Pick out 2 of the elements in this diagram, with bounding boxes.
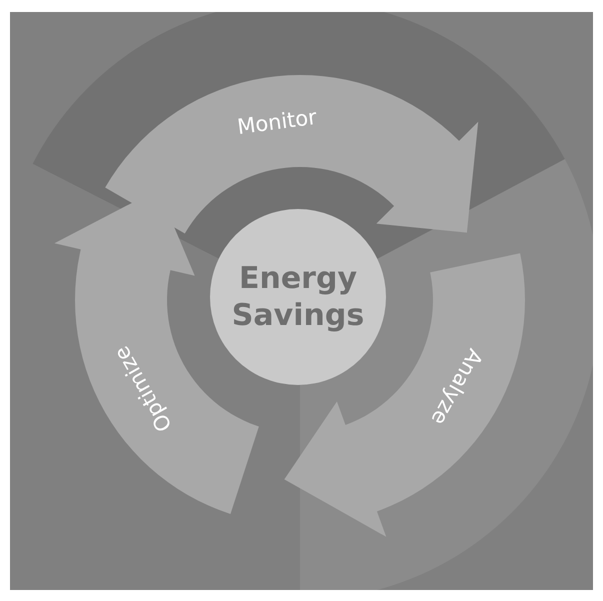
step-label: Monitor [235,104,318,139]
center-title: Energy Savings [230,260,366,334]
